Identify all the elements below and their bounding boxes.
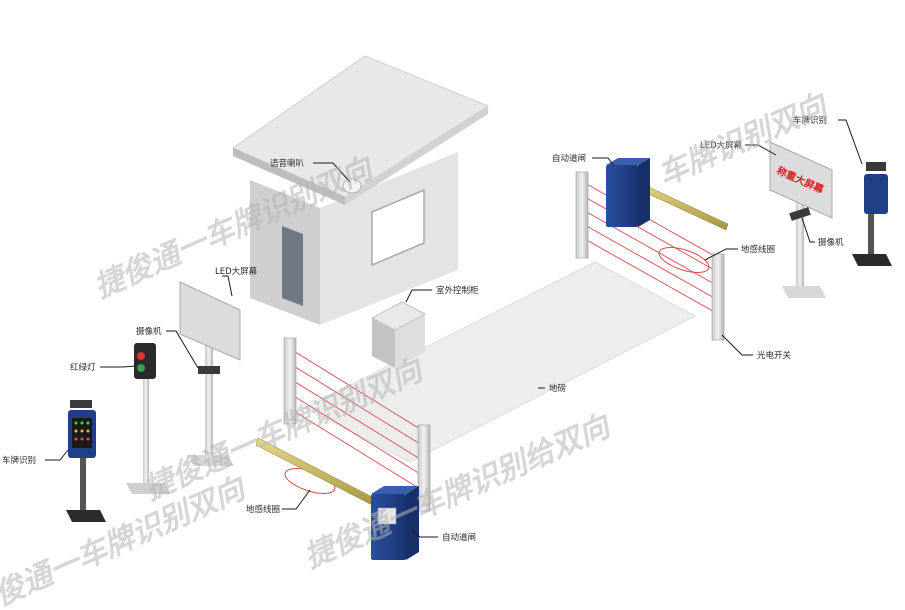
plate-recognition-left — [66, 400, 106, 522]
photo-beams-back — [582, 181, 719, 315]
barrier-gate-back — [606, 158, 729, 231]
label-led-right: LED大屏幕 — [700, 140, 743, 151]
booth-window — [371, 188, 425, 267]
red-light-icon — [137, 352, 145, 360]
camera-right — [789, 207, 811, 221]
led-screen-right: 称重大屏幕 — [769, 141, 833, 298]
label-camera-left: 摄像机 — [136, 326, 162, 337]
label-plate-left: 车牌识别 — [2, 455, 36, 466]
led-screen-left — [179, 281, 241, 466]
label-plate-right: 车牌识别 — [793, 115, 827, 126]
loop-coil-right — [658, 247, 710, 273]
label-cabinet: 室外控制柜 — [436, 285, 479, 296]
label-scale: 地磅 — [549, 383, 567, 394]
label-loop-right: 地感线圈 — [741, 244, 775, 255]
photo-pillar-front-right — [417, 424, 431, 512]
label-barrier-front: 自动道闸 — [442, 532, 476, 543]
label-barrier-back: 自动道闸 — [552, 153, 586, 164]
label-traffic-light: 红绿灯 — [70, 362, 96, 373]
photo-beams-front — [291, 349, 426, 493]
traffic-light — [126, 343, 170, 494]
label-speaker: 语音喇叭 — [270, 158, 305, 169]
guard-booth — [231, 55, 490, 325]
watermark-line5: 俊通一车牌识别双向 — [0, 470, 253, 610]
label-led-left: LED大屏幕 — [215, 266, 258, 277]
label-loop-left: 地感线圈 — [246, 504, 280, 515]
speaker-icon — [342, 178, 362, 194]
label-photo-switch: 光电开关 — [757, 350, 792, 361]
photo-pillar-front-left — [283, 337, 297, 425]
barrier-gate-front — [255, 437, 419, 560]
camera-left — [198, 366, 220, 374]
photo-pillar-back-right — [711, 253, 725, 341]
leader-lines — [45, 119, 863, 538]
outdoor-control-cabinet — [370, 301, 427, 368]
photo-pillar-back-left — [575, 171, 589, 259]
green-light-icon — [137, 364, 145, 372]
plate-recognition-right — [852, 162, 892, 266]
label-camera-right: 摄像机 — [818, 237, 844, 248]
booth-door — [282, 226, 303, 306]
